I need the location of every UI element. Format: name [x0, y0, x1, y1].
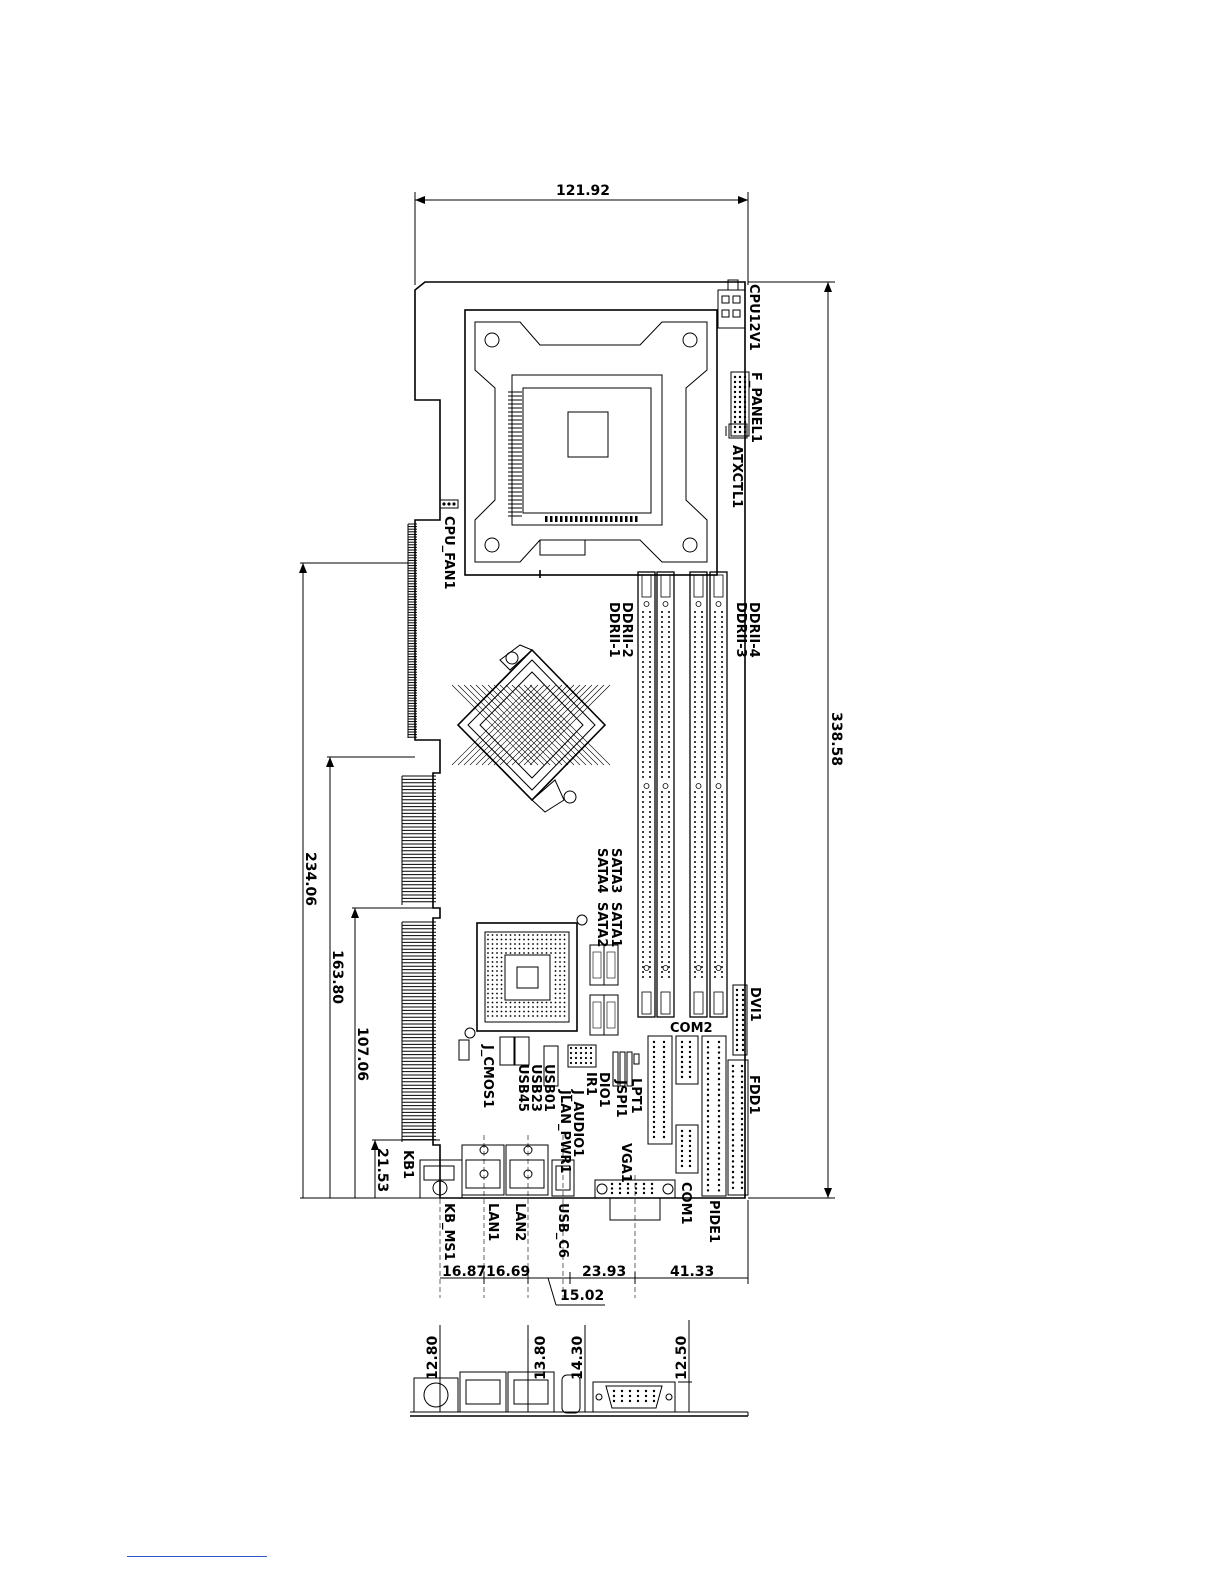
dim-h-12-80: 12.80	[425, 1335, 441, 1380]
label-j-cmos1: J_CMOS1	[480, 1044, 495, 1108]
dim-16-87: 16.87	[442, 1264, 486, 1280]
label-dvi1: DVI1	[747, 987, 762, 1022]
dimension-107	[351, 907, 433, 1198]
ddr2-dimm-slots	[637, 571, 728, 1018]
pci-edge-connector-mid	[401, 775, 436, 905]
dim-21: 21.53	[374, 1148, 390, 1192]
dvi1-header	[732, 984, 748, 1056]
label-usb-c6: USB_C6	[555, 1203, 570, 1258]
rear-io-top-view	[419, 1135, 676, 1298]
pci-edge-connector-bottom	[401, 921, 436, 1142]
fdd1-connector	[727, 1059, 749, 1196]
pci-edge-connector-top	[407, 523, 417, 738]
pide1-connector	[701, 1035, 727, 1197]
lpt1-connector	[647, 1035, 673, 1145]
label-atxctl1: ATXCTL1	[729, 445, 744, 508]
label-jlan-pwr1: JLAN_PWR1	[557, 1089, 572, 1173]
footer-rule	[127, 1556, 267, 1557]
label-lan2: LAN2	[512, 1203, 527, 1241]
label-f-panel1: F_PANEL1	[748, 372, 763, 443]
rear-panel-view	[410, 1320, 749, 1417]
label-ir1: IR1	[583, 1072, 598, 1096]
dim-h-12-50: 12.50	[674, 1335, 690, 1380]
cpu12v1-connector	[717, 279, 746, 329]
com1-header	[675, 1124, 699, 1174]
northbridge-chip	[451, 644, 611, 813]
label-com2: COM2	[670, 1021, 713, 1036]
cpu-socket	[464, 309, 718, 578]
label-usb45: USB45	[515, 1064, 530, 1112]
label-kb1: KB1	[400, 1150, 415, 1179]
dim-board-length: 338.58	[828, 712, 844, 766]
label-usb01: USB01	[541, 1064, 556, 1112]
dim-16-69: 16.69	[486, 1264, 530, 1280]
label-dio1: DIO1	[596, 1072, 611, 1108]
label-ddr2-4: DDRII-4	[746, 602, 761, 658]
cpu-fan1-header	[439, 499, 459, 509]
southbridge-chip	[464, 914, 588, 1039]
label-cpu12v1: CPU12V1	[746, 284, 761, 351]
label-ddr2-3: DDRII-3	[733, 602, 748, 658]
f-panel1-header	[730, 371, 750, 437]
dimension-bottom-chain	[440, 1200, 749, 1306]
dim-23-93: 23.93	[582, 1264, 626, 1280]
dim-15-02: 15.02	[560, 1288, 604, 1304]
label-sata3: SATA3	[608, 848, 623, 893]
com2-header	[675, 1035, 699, 1085]
label-pide1: PIDE1	[706, 1200, 721, 1243]
label-sata2: SATA2	[594, 902, 609, 947]
label-lan1: LAN1	[485, 1203, 500, 1241]
label-cpu-fan1: CPU_FAN1	[441, 516, 456, 590]
dim-41-33: 41.33	[670, 1264, 714, 1280]
label-ddr2-1: DDRII-1	[606, 602, 621, 658]
label-jspi1: JSPI1	[613, 1079, 628, 1118]
dim-107: 107.06	[354, 1027, 370, 1081]
label-com1: COM1	[678, 1182, 693, 1225]
dim-234: 234.06	[302, 852, 318, 906]
label-kb-ms1: KB_MS1	[441, 1203, 456, 1261]
dim-board-width: 121.92	[556, 183, 610, 199]
label-sata4: SATA4	[594, 848, 609, 893]
dim-h-13-80: 13.80	[533, 1335, 549, 1380]
dimension-163	[326, 756, 415, 1198]
label-ddr2-2: DDRII-2	[619, 602, 634, 658]
label-sata1: SATA1	[608, 902, 623, 947]
dim-h-14-30: 14.30	[570, 1335, 586, 1380]
dim-163: 163.80	[329, 950, 345, 1004]
sata-connectors	[589, 944, 619, 1036]
label-fdd1: FDD1	[746, 1075, 761, 1115]
label-vga1: VGA1	[618, 1143, 633, 1183]
dimension-234	[299, 562, 415, 1198]
atxctl1-header	[725, 423, 748, 439]
misc-headers-cluster	[458, 1036, 640, 1087]
dimension-board-length	[748, 281, 835, 1199]
dimension-board-width	[414, 192, 749, 285]
label-lpt1: LPT1	[628, 1078, 643, 1114]
label-usb23: USB23	[528, 1064, 543, 1112]
dimension-21	[371, 1139, 440, 1198]
label-j-audio1: J_AUDIO1	[570, 1089, 585, 1157]
